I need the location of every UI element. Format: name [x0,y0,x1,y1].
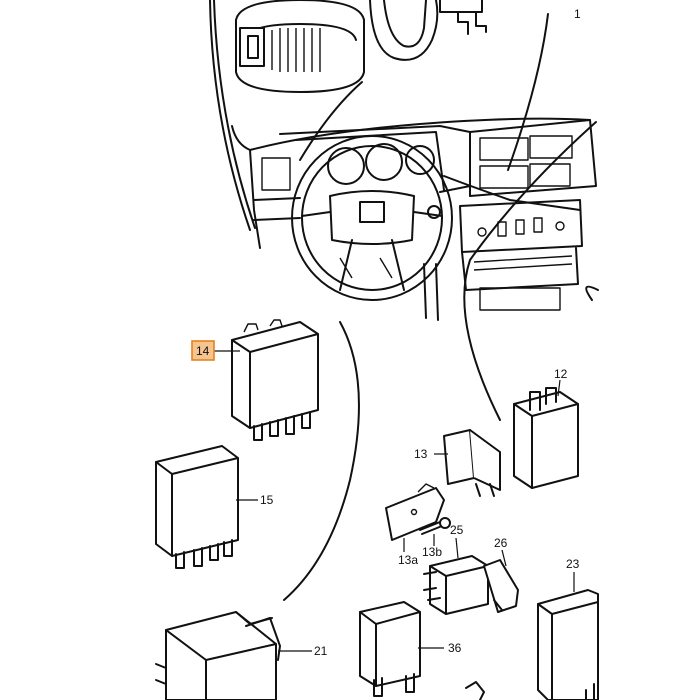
pointer-line-ignition [299,81,363,161]
callout-14-highlight [191,340,215,361]
relay-14: 14 [191,319,319,441]
callout-13a: 13a [398,553,418,567]
callout-13: 13 [414,447,428,461]
dashboard [231,117,597,321]
pointer-line-arc [283,321,360,601]
callout-14: 14 [196,344,210,358]
callout-26: 26 [494,536,508,550]
bracket-26: 26 [483,536,519,613]
callout-13b: 13b [422,545,442,559]
callout-12: 12 [554,367,568,381]
callout-36: 36 [448,641,462,655]
relay-15: 15 [155,445,274,569]
module-21: 21 [155,611,328,700]
callout-21: 21 [314,644,328,658]
plate-13a: 13a [385,483,445,567]
callout-23: 23 [566,557,580,571]
ignition-switch [209,0,439,231]
relay-12: 12 [513,367,579,489]
edge-line [585,285,599,301]
bracket-13: 13 [414,429,501,497]
top-relay: 1 [439,0,581,35]
bottom-fragment [465,681,485,700]
callout-1: 1 [574,7,581,21]
callout-25: 25 [450,523,464,537]
callout-15: 15 [260,493,274,507]
screw-13b: 13b [419,517,451,559]
relay-36: 36 [359,601,462,697]
pointer-line-top [507,13,549,171]
pointer-line-panel [463,121,597,421]
relay-25: 25 [423,523,489,615]
relay-23: 23 [537,557,599,700]
